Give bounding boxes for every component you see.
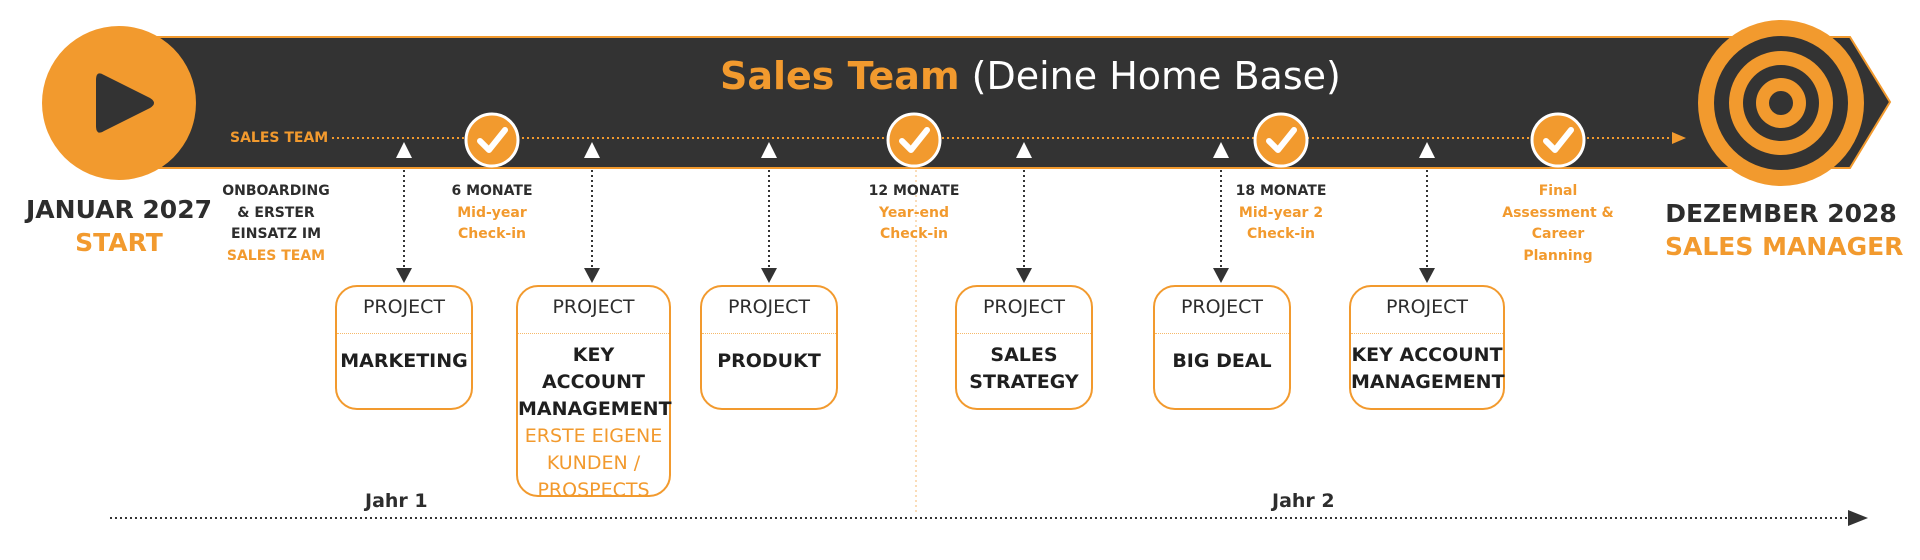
connector-arrowheads [396,268,1435,283]
project-card-marketing: PROJECT MARKETING [335,285,473,410]
checkpoint-6-months: 6 MONATE Mid-year Check-in [451,183,533,242]
play-icon [42,26,196,180]
bottom-arrowhead [1848,510,1868,526]
project-card-key-account-2: PROJECT KEY ACCOUNT MANAGEMENT [1349,285,1505,410]
track-label: SALES TEAM [230,130,329,146]
project-header: PROJECT [1155,287,1289,334]
check-icon [1253,112,1309,168]
target-icon [1698,20,1864,186]
year-2-label: Jahr 2 [1272,490,1335,512]
project-card-produkt: PROJECT PRODUKT [700,285,838,410]
project-header: PROJECT [702,287,836,334]
onboarding-label: ONBOARDING & ERSTER EINSATZ IM SALES TEA… [222,183,330,264]
band-up-arrows [396,142,1435,158]
end-label: SALES MANAGER [1665,232,1904,261]
project-card-key-account-1: PROJECT KEY ACCOUNT MANAGEMENT ERSTE EIG… [516,285,672,501]
project-card-big-deal: PROJECT BIG DEAL [1153,285,1291,410]
project-name: MARKETING [340,350,468,372]
project-name: SALES STRATEGY [969,344,1079,393]
project-header: PROJECT [518,287,669,334]
project-subtitle: ERSTE EIGENE KUNDEN / PROSPECTS [524,425,663,501]
project-header: PROJECT [337,287,471,334]
project-name: KEY ACCOUNT MANAGEMENT [1351,344,1505,393]
start-block: JANUAR 2027 START [14,194,224,260]
checkpoint-12-months: 12 MONATE Year-end Check-in [868,183,960,242]
end-date: DEZEMBER 2028 [1665,199,1897,228]
project-name: KEY ACCOUNT MANAGEMENT [518,344,672,420]
page-title: Sales Team (Deine Home Base) [720,54,1341,98]
start-label: START [75,228,163,257]
project-header: PROJECT [957,287,1091,334]
project-name: PRODUKT [717,350,821,372]
end-block: DEZEMBER 2028 SALES MANAGER [1665,198,1904,264]
checkpoint-18-months: 18 MONATE Mid-year 2 Check-in [1235,183,1327,242]
project-card-sales-strategy: PROJECT SALES STRATEGY [955,285,1093,410]
track-arrowhead [1672,132,1686,144]
project-name: BIG DEAL [1172,350,1272,372]
check-icon [886,112,942,168]
year-1-label: Jahr 1 [365,490,428,512]
project-connectors [403,170,1428,270]
check-icon [1530,112,1586,168]
check-icon [464,112,520,168]
project-header: PROJECT [1351,287,1503,334]
start-date: JANUAR 2027 [26,195,212,224]
checkpoint-final: Final Assessment & Career Planning [1502,183,1614,264]
